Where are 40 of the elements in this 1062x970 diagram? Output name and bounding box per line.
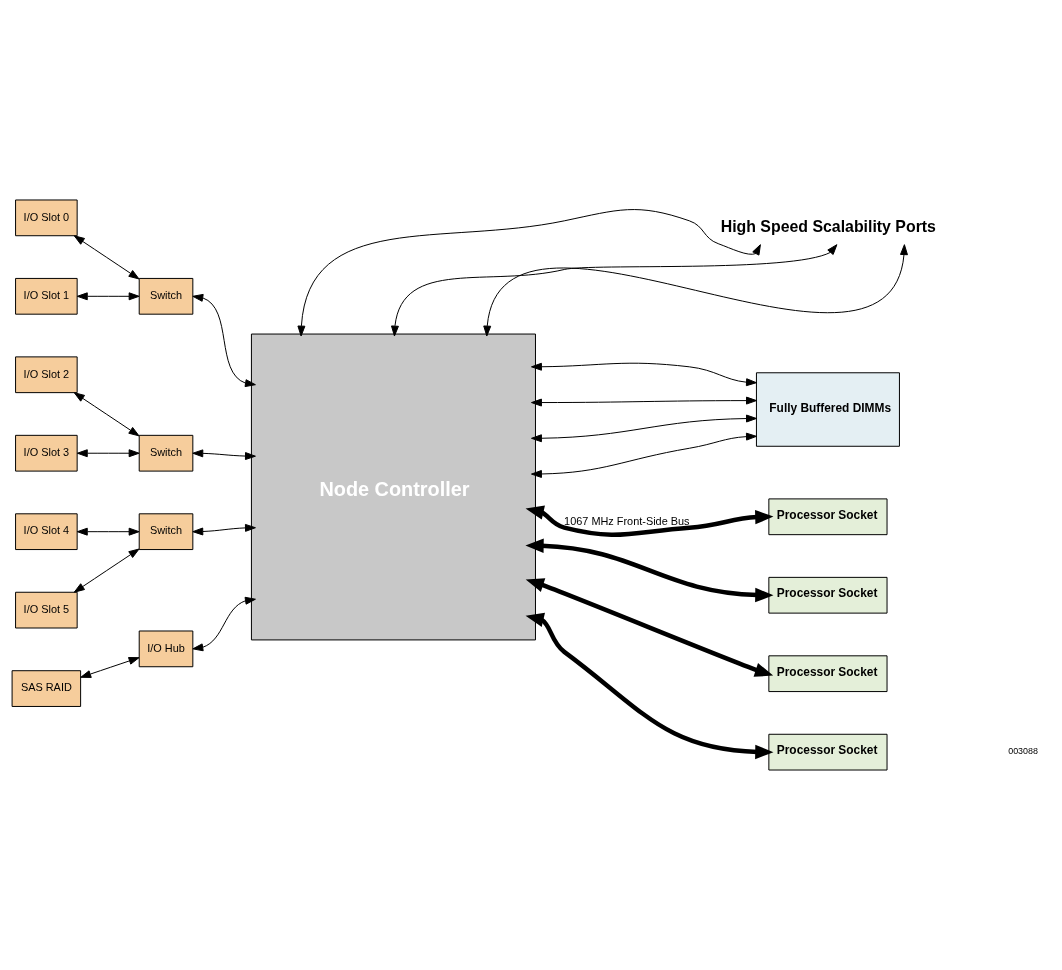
node-box: I/O Slot 3 bbox=[15, 434, 78, 472]
node-box: Switch bbox=[138, 513, 194, 551]
node-text: High Speed Scalability Ports bbox=[720, 217, 936, 235]
label: 003088 bbox=[1008, 746, 1038, 757]
node-box: I/O Slot 4 bbox=[15, 513, 78, 551]
arrow bbox=[192, 596, 256, 652]
arrow bbox=[525, 538, 774, 603]
arrow bbox=[525, 505, 774, 537]
arrow bbox=[80, 657, 140, 678]
arrow bbox=[76, 527, 140, 536]
arrow bbox=[76, 449, 140, 458]
arrow bbox=[73, 235, 140, 280]
arrow bbox=[531, 362, 757, 387]
node-box: I/O Slot 5 bbox=[15, 591, 78, 629]
node-box: Processor Socket bbox=[768, 576, 888, 614]
arrow bbox=[531, 414, 757, 443]
arrow bbox=[531, 432, 757, 478]
arrow bbox=[76, 292, 140, 301]
arrow bbox=[391, 244, 838, 337]
node-box: Processor Socket bbox=[768, 733, 888, 771]
arrow bbox=[297, 209, 761, 337]
node-box: SAS RAID bbox=[11, 670, 82, 707]
arrow bbox=[525, 578, 774, 677]
node-box: I/O Slot 1 bbox=[15, 277, 78, 315]
node-box: Switch bbox=[138, 277, 194, 315]
arrow bbox=[525, 612, 774, 760]
node-box: Processor Socket bbox=[768, 498, 888, 536]
arrow bbox=[73, 392, 140, 437]
arrow bbox=[73, 548, 140, 593]
arrow bbox=[192, 523, 256, 536]
edge-label: 1067 MHz Front-Side Bus bbox=[564, 514, 690, 527]
node-box: Switch bbox=[138, 434, 194, 472]
node-box: I/O Hub bbox=[138, 630, 194, 668]
arrow bbox=[192, 449, 256, 461]
arrow bbox=[531, 396, 757, 407]
node-box: I/O Slot 2 bbox=[15, 356, 78, 394]
arrow bbox=[483, 244, 908, 337]
node-box: Processor Socket bbox=[768, 655, 888, 693]
arrow bbox=[192, 293, 256, 388]
node-box: I/O Slot 0 bbox=[15, 199, 78, 237]
